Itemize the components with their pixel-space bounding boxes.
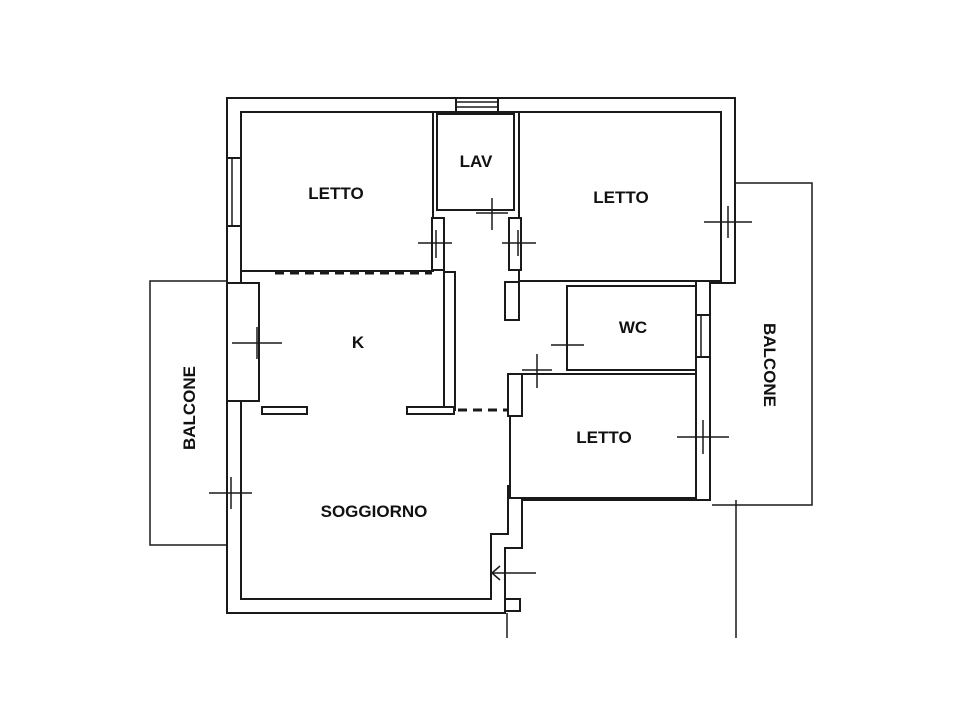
balcone-right-outline	[712, 182, 813, 506]
room-lav	[436, 113, 515, 211]
entrance-stub	[504, 598, 521, 612]
label-k: K	[352, 333, 365, 352]
label-soggiorno: SOGGIORNO	[321, 502, 428, 521]
label-letto-3: LETTO	[576, 428, 631, 447]
room-letto-3	[509, 373, 697, 499]
arrow-left-icon	[490, 565, 536, 581]
room-wc	[566, 285, 697, 371]
room-letto-2	[518, 111, 722, 282]
label-lav: LAV	[460, 152, 493, 171]
window-marker	[455, 97, 499, 113]
window-marker	[695, 314, 711, 358]
left-wall-jog	[226, 282, 260, 402]
label-letto-1: LETTO	[308, 184, 363, 203]
corridor-wall	[431, 217, 445, 271]
corridor-wall	[508, 217, 522, 271]
label-letto-2: LETTO	[593, 188, 648, 207]
label-wc: WC	[619, 318, 647, 337]
room-letto-1	[240, 111, 434, 272]
label-balcone-right: BALCONE	[760, 323, 779, 407]
corridor-wall	[504, 281, 520, 321]
corridor-wall	[507, 373, 523, 417]
label-balcone-left: BALCONE	[180, 366, 199, 450]
window-marker	[226, 157, 242, 227]
corridor-wall	[443, 271, 456, 411]
door-markers	[209, 198, 752, 509]
soggiorno-wall	[406, 406, 455, 415]
soggiorno-wall	[261, 406, 308, 415]
